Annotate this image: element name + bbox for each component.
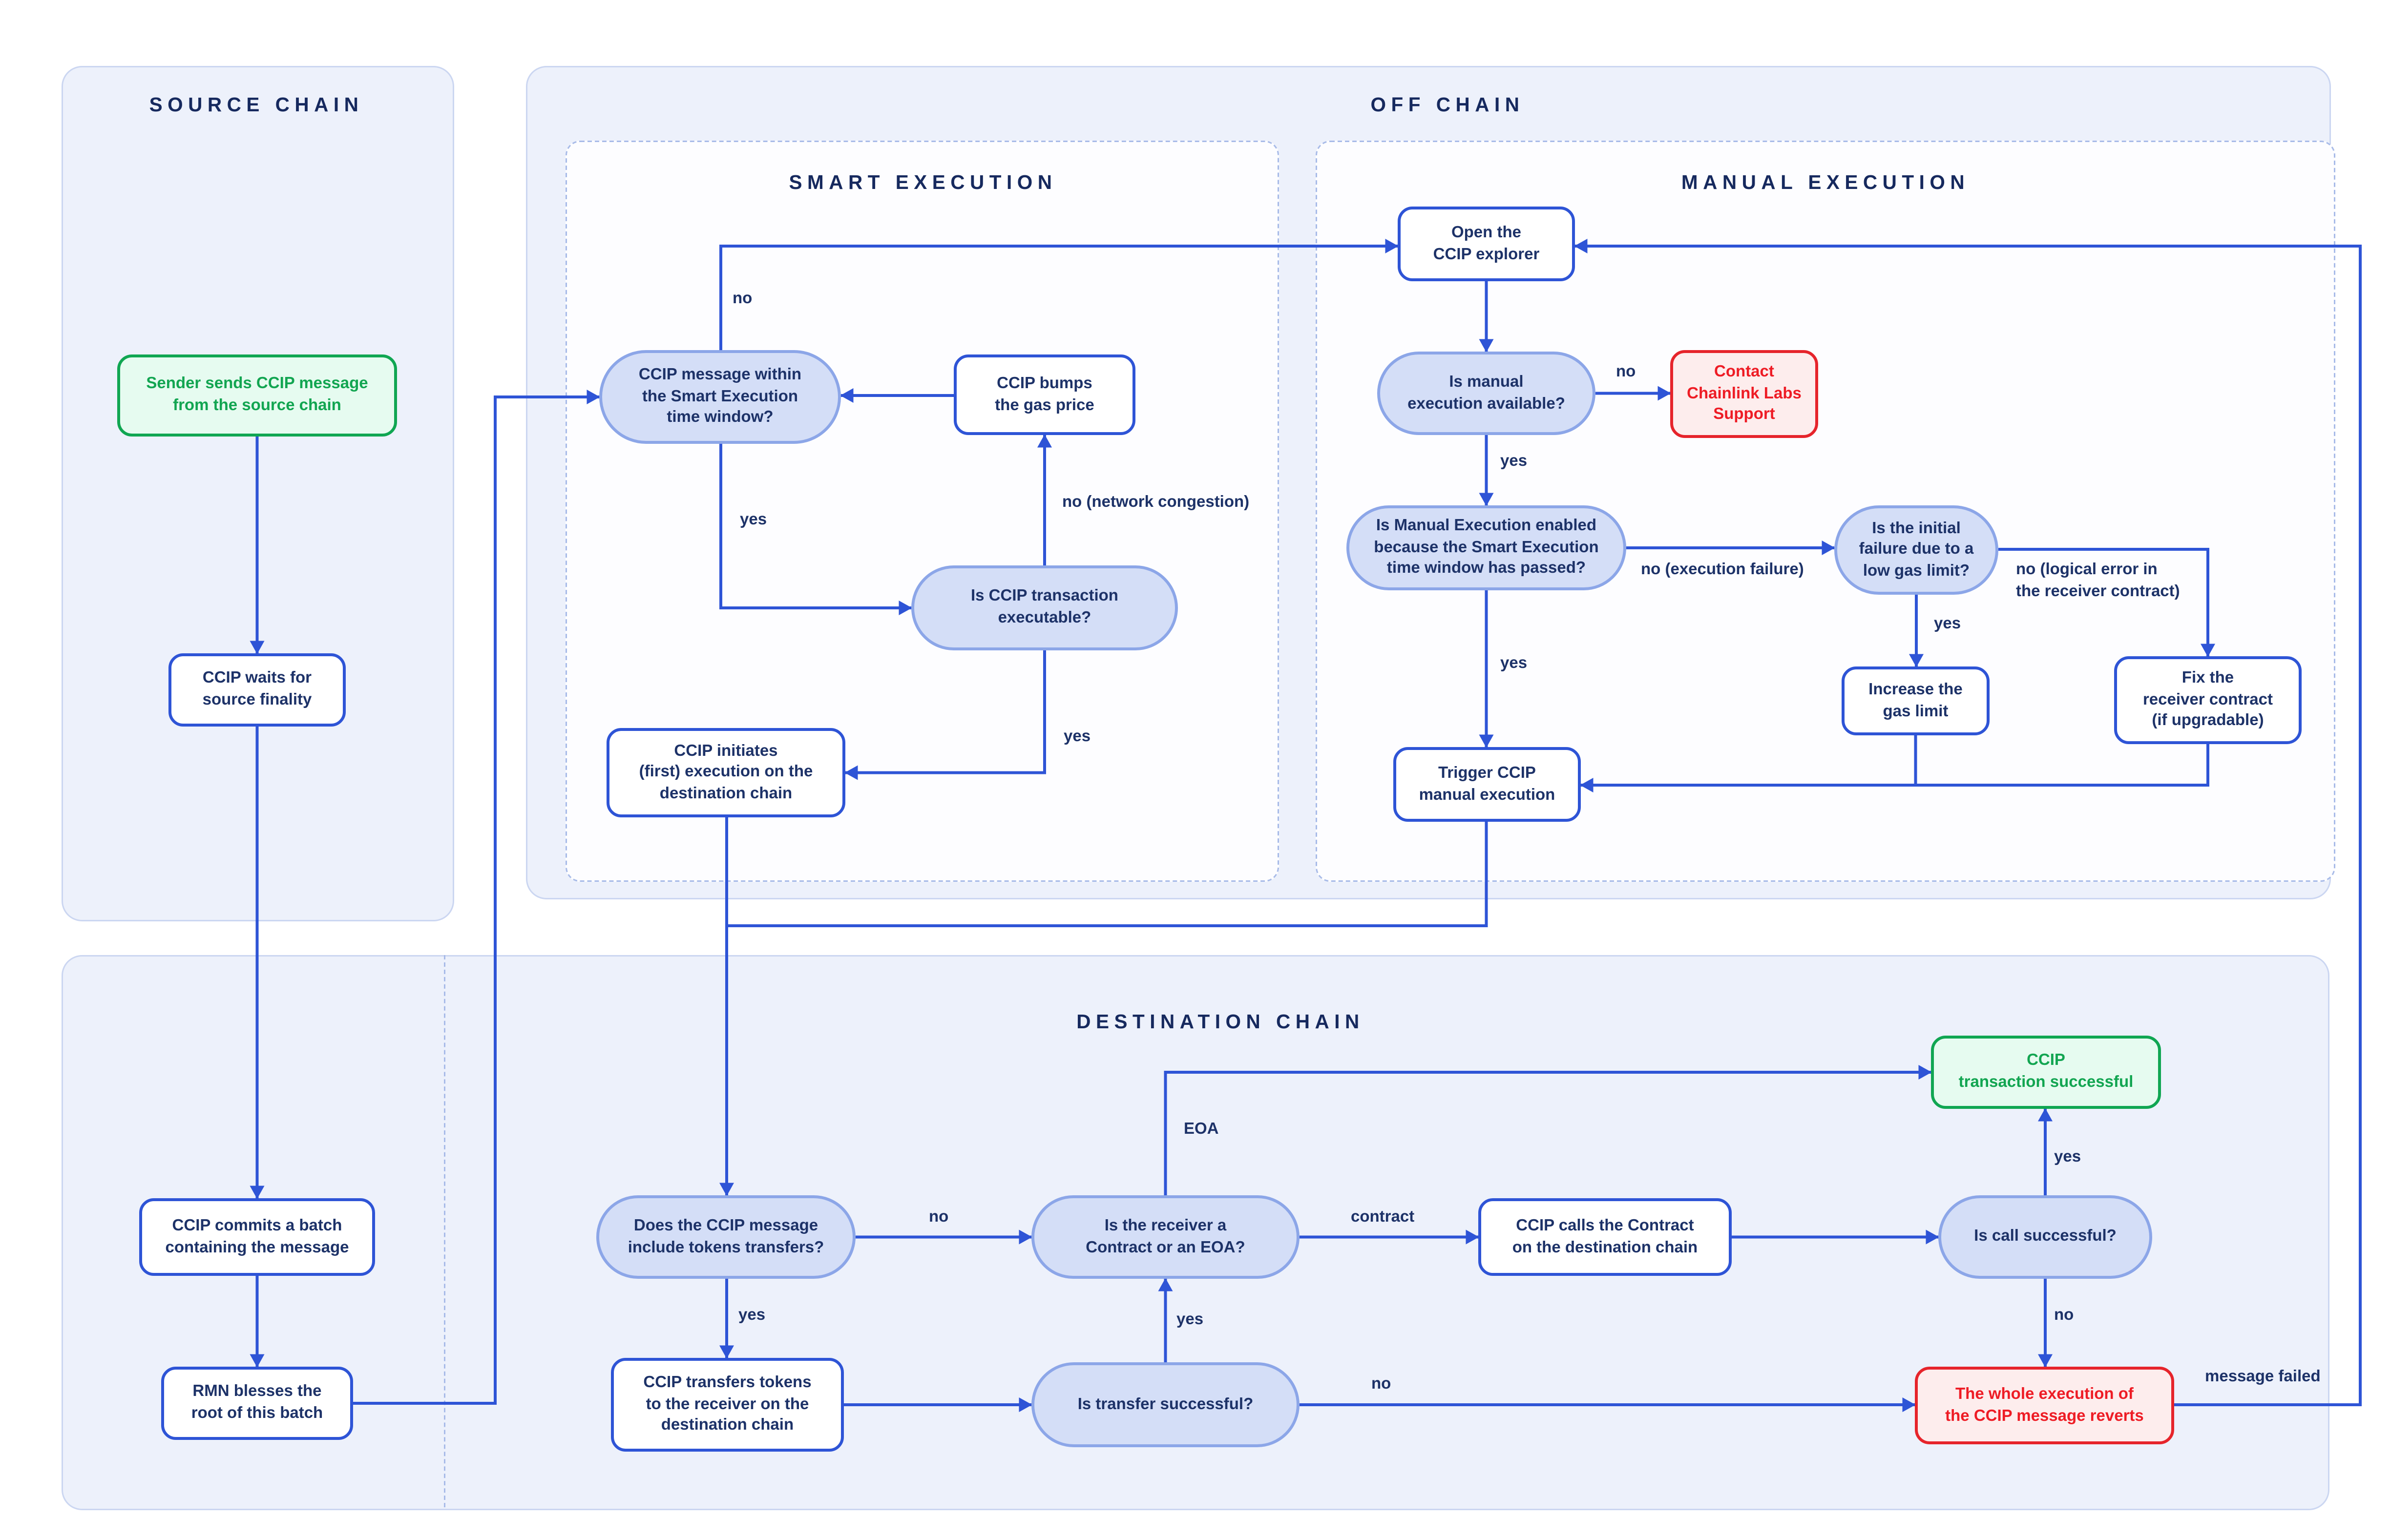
- title-smart-execution: SMART EXECUTION: [789, 171, 1057, 193]
- node-ccip-initiates-execution: CCIP initiates (first) execution on the …: [607, 728, 845, 817]
- source-chain-divider-dashed: [444, 955, 445, 1507]
- edge-label-eoa: EOA: [1184, 1121, 1219, 1138]
- node-ccip-transaction-successful: CCIP transaction successful: [1931, 1036, 2161, 1109]
- edge-label-call-no: no: [2054, 1307, 2074, 1324]
- node-whole-execution-reverts: The whole execution of the CCIP message …: [1915, 1367, 2174, 1444]
- title-manual-execution: MANUAL EXECUTION: [1681, 171, 1970, 193]
- decision-call-successful: Is call successful?: [1938, 1195, 2152, 1279]
- decision-manual-execution-enabled: Is Manual Execution enabled because the …: [1346, 505, 1626, 590]
- node-ccip-bumps-gas-price: CCIP bumps the gas price: [954, 354, 1135, 435]
- decision-contract-or-eoa: Is the receiver a Contract or an EOA?: [1031, 1195, 1300, 1279]
- node-sender-sends-ccip-message: Sender sends CCIP message from the sourc…: [117, 354, 397, 437]
- decision-transfer-successful: Is transfer successful?: [1031, 1362, 1300, 1447]
- decision-transaction-executable: Is CCIP transaction executable?: [911, 565, 1178, 650]
- title-off-chain: OFF CHAIN: [1370, 94, 1525, 116]
- edge-label-message-failed: message failed: [2205, 1368, 2321, 1386]
- edge-label-logical-error: no (logical error in the receiver contra…: [2016, 561, 2180, 601]
- edge-label-manual-no: no: [1616, 363, 1636, 381]
- node-contact-chainlink-labs-support: Contact Chainlink Labs Support: [1670, 350, 1818, 438]
- node-ccip-calls-contract: CCIP calls the Contract on the destinati…: [1478, 1198, 1732, 1276]
- decision-message-within-window: CCIP message within the Smart Execution …: [599, 350, 841, 444]
- decision-manual-execution-available: Is manual execution available?: [1377, 352, 1595, 435]
- edge-label-gas-yes: yes: [1934, 615, 1961, 633]
- node-fix-receiver-contract: Fix the receiver contract (if upgradable…: [2114, 656, 2302, 744]
- title-source-chain: SOURCE CHAIN: [149, 94, 364, 116]
- edge-label-transfer-no: no: [1371, 1375, 1391, 1393]
- node-trigger-ccip-manual-execution: Trigger CCIP manual execution: [1393, 747, 1581, 822]
- edge-label-tokens-yes: yes: [738, 1307, 766, 1324]
- edge-label-tokens-no: no: [929, 1208, 949, 1226]
- edge-label-execution-failure: no (execution failure): [1641, 561, 1804, 579]
- edge-label-call-yes: yes: [2054, 1148, 2081, 1166]
- node-ccip-transfers-tokens: CCIP transfers tokens to the receiver on…: [611, 1358, 844, 1452]
- node-ccip-waits-source-finality: CCIP waits for source finality: [168, 653, 346, 727]
- decision-low-gas-limit: Is the initial failure due to a low gas …: [1834, 505, 1998, 595]
- edge-label-network-congestion: no (network congestion): [1062, 494, 1250, 511]
- node-ccip-commits-batch: CCIP commits a batch containing the mess…: [139, 1198, 375, 1276]
- edge-label-executable-yes: yes: [1064, 728, 1091, 746]
- edge-label-window-yes: yes: [740, 511, 767, 529]
- edge-label-manual-yes: yes: [1500, 453, 1528, 470]
- node-rmn-blesses-root: RMN blesses the root of this batch: [161, 1367, 353, 1440]
- edge-label-contract: contract: [1351, 1208, 1415, 1226]
- title-destination-chain: DESTINATION CHAIN: [1076, 1011, 1364, 1033]
- edge-label-enabled-yes: yes: [1500, 655, 1528, 672]
- decision-includes-token-transfers: Does the CCIP message include tokens tra…: [596, 1195, 856, 1279]
- edge-label-transfer-yes: yes: [1176, 1311, 1204, 1329]
- node-increase-gas-limit: Increase the gas limit: [1842, 666, 1990, 735]
- node-open-ccip-explorer: Open the CCIP explorer: [1398, 207, 1575, 281]
- edge-label-window-no: no: [733, 290, 753, 308]
